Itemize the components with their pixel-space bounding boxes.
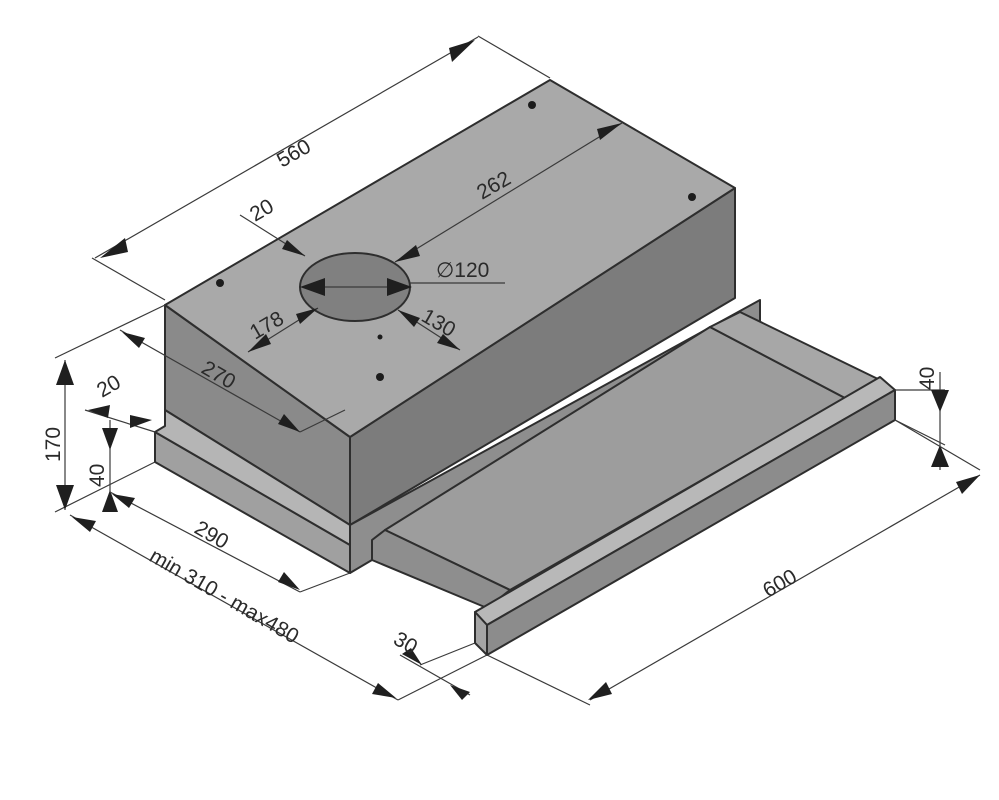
mount-hole: [377, 334, 383, 340]
dim-diameter-120: ∅120: [436, 259, 489, 282]
mount-hole: [376, 373, 384, 381]
dim-extension-range: min 310 - max480: [146, 544, 303, 648]
mount-hole: [216, 279, 224, 287]
dim-290: 290: [191, 516, 233, 553]
dim-170: 170: [42, 427, 65, 462]
dim-560: 560: [273, 135, 315, 172]
dim-40-front: 40: [916, 367, 939, 390]
base-top-strip: [154, 409, 351, 546]
mount-hole: [688, 193, 696, 201]
mount-hole: [528, 101, 536, 109]
dim-40-left: 40: [86, 464, 109, 487]
dim-30: 30: [390, 627, 422, 659]
dim-600: 600: [759, 565, 801, 602]
body-top-face: [164, 79, 736, 438]
dim-20-side: 20: [93, 371, 125, 403]
